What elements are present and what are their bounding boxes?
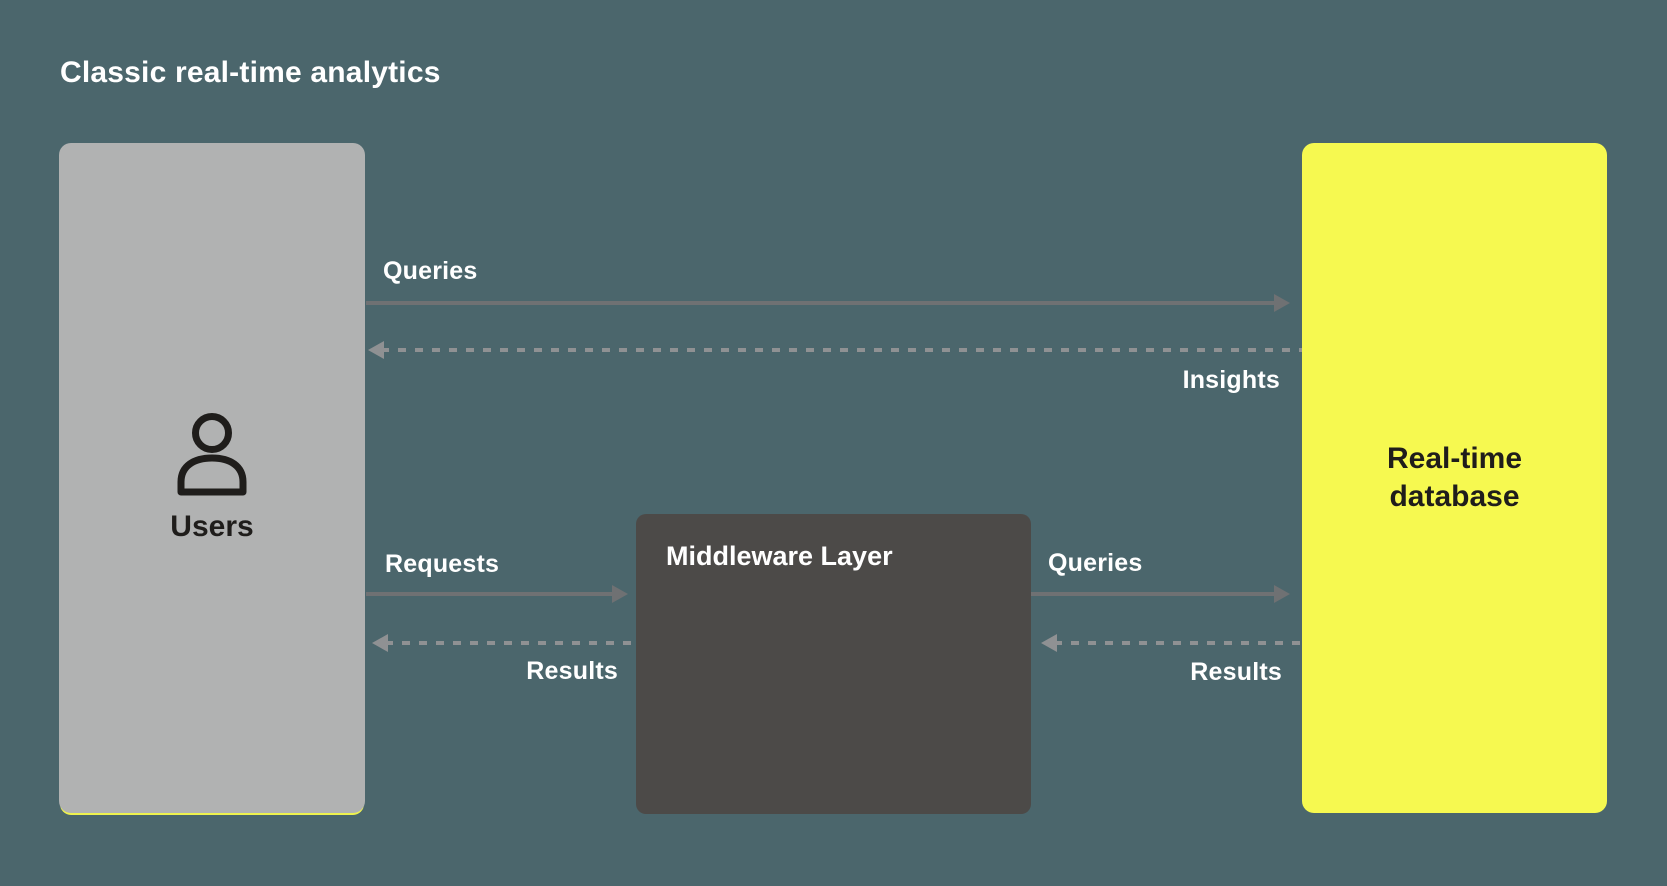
arrowhead-left-icon bbox=[372, 634, 388, 652]
arrowhead-left-icon bbox=[1041, 634, 1057, 652]
edge-label-queries-top: Queries bbox=[383, 257, 478, 285]
arrowhead-right-icon bbox=[1274, 294, 1290, 312]
user-icon bbox=[177, 413, 247, 496]
arrow-insights-db-to-users bbox=[368, 341, 1302, 359]
arrow-line bbox=[1031, 592, 1282, 596]
diagram-title: Classic real-time analytics bbox=[60, 56, 441, 89]
arrow-results-middleware-to-users bbox=[372, 634, 637, 652]
arrowhead-left-icon bbox=[368, 341, 384, 359]
node-middleware: Middleware Layer bbox=[636, 514, 1031, 814]
arrow-line bbox=[381, 348, 1302, 352]
edge-label-results-right: Results bbox=[1190, 658, 1282, 686]
middleware-label: Middleware Layer bbox=[666, 541, 893, 571]
arrowhead-right-icon bbox=[1274, 585, 1290, 603]
edge-label-requests: Requests bbox=[385, 550, 500, 578]
edge-label-insights: Insights bbox=[1182, 366, 1280, 394]
arrow-queries-middleware-to-db bbox=[1031, 585, 1290, 603]
database-label: Real-time database bbox=[1386, 442, 1523, 513]
arrow-queries-users-to-db bbox=[366, 294, 1290, 312]
arrow-line bbox=[366, 592, 620, 596]
arrow-line bbox=[366, 301, 1282, 305]
node-users: Users bbox=[59, 143, 365, 813]
arrow-results-db-to-middleware bbox=[1041, 634, 1302, 652]
arrow-line bbox=[1054, 641, 1302, 645]
users-label: Users bbox=[170, 510, 254, 543]
arrowhead-right-icon bbox=[612, 585, 628, 603]
edge-label-queries-right: Queries bbox=[1048, 549, 1143, 577]
edge-label-results-left: Results bbox=[526, 657, 618, 685]
arrow-requests-users-to-middleware bbox=[366, 585, 628, 603]
arrow-line bbox=[385, 641, 637, 645]
node-database: Real-time database bbox=[1302, 143, 1607, 813]
